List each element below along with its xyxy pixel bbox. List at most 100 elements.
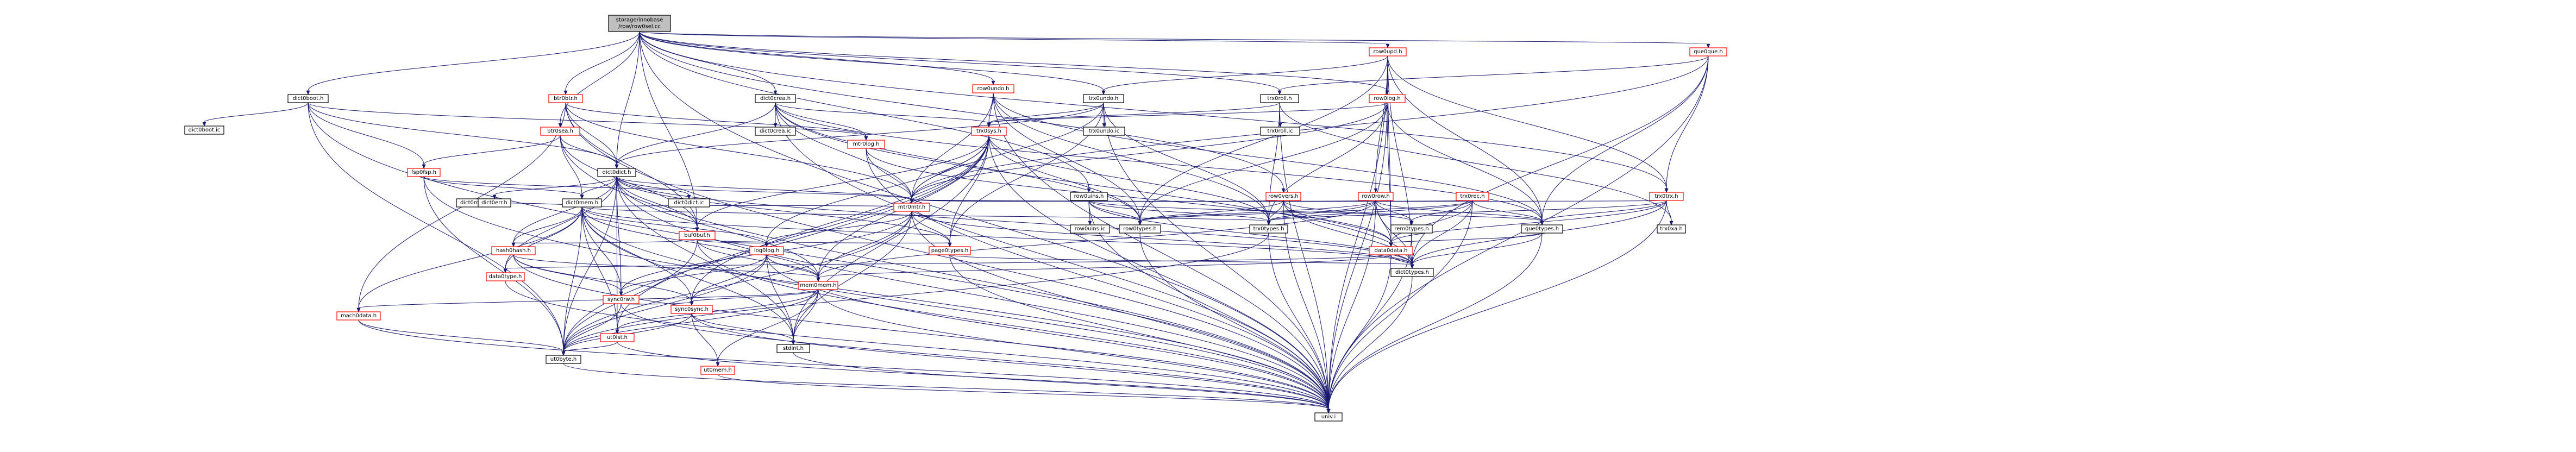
node-mach0data-h[interactable]: mach0data.h — [336, 311, 381, 321]
node-box[interactable] — [1070, 192, 1108, 201]
node-box[interactable] — [336, 311, 381, 321]
node-box[interactable] — [491, 246, 536, 255]
node-label: dict0types.h — [1395, 269, 1429, 275]
node-trx0trx-h[interactable]: trx0trx.h — [1649, 192, 1684, 201]
node-trx0xa-h[interactable]: trx0xa.h — [1657, 224, 1686, 234]
node-box[interactable] — [1119, 224, 1161, 234]
node-trx0roll-h[interactable]: trx0roll.h — [1260, 94, 1299, 103]
node-box[interactable] — [893, 203, 930, 212]
node-box[interactable] — [1358, 192, 1394, 201]
node-box[interactable] — [847, 140, 885, 149]
node-trx0undo-h[interactable]: trx0undo.h — [1083, 94, 1124, 103]
node-sync0rw-h[interactable]: sync0rw.h — [603, 295, 640, 304]
node-data0type-h[interactable]: data0type.h — [486, 272, 525, 281]
node-trx0types-h[interactable]: trx0types.h — [1249, 224, 1288, 234]
node-btr0sea-h[interactable]: btr0sea.h — [540, 127, 580, 136]
node-log0log-h[interactable]: log0log.h — [749, 246, 784, 255]
node-box[interactable] — [1260, 94, 1299, 103]
node-box[interactable] — [1521, 224, 1563, 234]
node-box[interactable] — [597, 168, 636, 177]
dependency-edge — [1410, 200, 1473, 269]
node-box[interactable] — [1369, 246, 1413, 255]
node-fsp0fsp-h[interactable]: fsp0fsp.h — [407, 168, 441, 177]
dependency-edge — [1326, 254, 1392, 413]
node-box[interactable] — [1390, 268, 1434, 277]
node-box[interactable] — [1369, 47, 1407, 56]
dependency-edge — [988, 135, 1331, 413]
node-row0undo-h[interactable]: row0undo.h — [972, 84, 1014, 93]
node-box[interactable] — [603, 295, 640, 304]
node-box[interactable] — [546, 355, 581, 364]
node-box[interactable] — [749, 246, 784, 255]
node-dict0dict-h[interactable]: dict0dict.h — [597, 168, 636, 177]
node-dict0mem-h[interactable]: dict0mem.h — [562, 198, 602, 208]
node-label: trx0trx.h — [1654, 193, 1678, 199]
node-dict0boot-h[interactable]: dict0boot.h — [287, 94, 329, 103]
node-box[interactable] — [287, 94, 329, 103]
dependency-edge — [1410, 55, 1709, 269]
node-box[interactable] — [972, 84, 1014, 93]
node-box[interactable] — [548, 94, 583, 103]
node-box[interactable] — [1649, 192, 1684, 201]
node-label: univ.i — [1321, 414, 1336, 420]
node-hash0hash-h[interactable]: hash0hash.h — [491, 246, 536, 255]
node-box[interactable] — [1369, 94, 1406, 103]
node-trx0sys-h[interactable]: trx0sys.h — [971, 127, 1007, 136]
node-buf0buf-h[interactable]: buf0buf.h — [679, 231, 716, 240]
node-trx0rec-h[interactable]: trx0rec.h — [1456, 192, 1489, 201]
node-row0row-h[interactable]: row0row.h — [1358, 192, 1394, 201]
node-ut0mem-h[interactable]: ut0mem.h — [700, 366, 735, 375]
node-box[interactable] — [929, 246, 971, 255]
node-box[interactable] — [679, 231, 716, 240]
node-que0types-h[interactable]: que0types.h — [1521, 224, 1563, 234]
node-page0types-h[interactable]: page0types.h — [929, 246, 971, 255]
node-box[interactable] — [1456, 192, 1489, 201]
node-data0data-h[interactable]: data0data.h — [1369, 246, 1413, 255]
node-box[interactable] — [755, 94, 796, 103]
node-box[interactable] — [670, 305, 713, 314]
dependency-edge — [1326, 233, 1412, 413]
node-row0vers-h[interactable]: row0vers.h — [1265, 192, 1301, 201]
node-label: dict0crea.h — [760, 96, 791, 102]
node-dict0crea-h[interactable]: dict0crea.h — [755, 94, 796, 103]
node-ut0lst-h[interactable]: ut0lst.h — [600, 333, 635, 342]
node-label: trx0undo.ic — [1089, 128, 1119, 134]
node-row0uins-h[interactable]: row0uins.h — [1070, 192, 1108, 201]
node-box[interactable] — [971, 127, 1007, 136]
node-box[interactable] — [1083, 94, 1124, 103]
node-row0upd-h[interactable]: row0upd.h — [1369, 47, 1407, 56]
node-row0types-h[interactable]: row0types.h — [1119, 224, 1161, 234]
node-label: row0row.h — [1362, 193, 1389, 199]
node-mtr0mtr-h[interactable]: mtr0mtr.h — [893, 203, 930, 212]
node-btr0btr-h[interactable]: btr0btr.h — [548, 94, 583, 103]
node-box[interactable] — [1390, 224, 1433, 234]
node-que0que-h[interactable]: que0que.h — [1689, 47, 1727, 56]
node-box[interactable] — [478, 198, 511, 208]
node-row0log-h[interactable]: row0log.h — [1369, 94, 1406, 103]
node-mtr0log-h[interactable]: mtr0log.h — [847, 140, 885, 149]
dependency-edge — [513, 254, 623, 296]
node-box[interactable] — [798, 281, 838, 290]
node-sync0sync-h[interactable]: sync0sync.h — [670, 305, 713, 314]
node-box[interactable] — [1657, 224, 1686, 234]
dependency-edge — [1409, 200, 1473, 225]
dependency-edge — [202, 102, 309, 127]
node-box[interactable] — [540, 127, 580, 136]
node-box[interactable] — [562, 198, 602, 208]
node-mem0mem-h[interactable]: mem0mem.h — [798, 281, 838, 290]
dependency-edge — [987, 102, 1388, 128]
node-box[interactable] — [486, 272, 525, 281]
node-box[interactable] — [600, 333, 635, 342]
dependency-edge — [423, 176, 584, 199]
node-box[interactable] — [407, 168, 441, 177]
node-dict0types-h[interactable]: dict0types.h — [1390, 268, 1434, 277]
node-rem0types-h[interactable]: rem0types.h — [1390, 224, 1433, 234]
node-box[interactable] — [1265, 192, 1301, 201]
node-box[interactable] — [1249, 224, 1288, 234]
node-ut0byte-h[interactable]: ut0byte.h — [546, 355, 581, 364]
node-box[interactable] — [1689, 47, 1727, 56]
dependency-edge — [356, 289, 819, 312]
node-label: sync0sync.h — [675, 306, 709, 312]
node-box[interactable] — [700, 366, 735, 375]
node-dict0err-h[interactable]: dict0err.h — [478, 198, 511, 208]
